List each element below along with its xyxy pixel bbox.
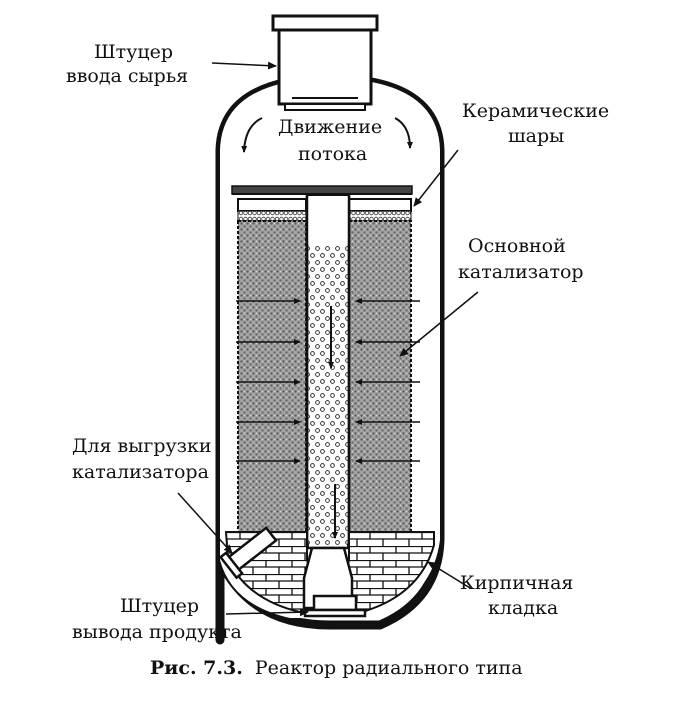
label-catalyst-line2: катализатор: [458, 261, 584, 283]
catalyst-bed-left: [237, 220, 307, 533]
label-inlet-line2: ввода сырья: [66, 65, 188, 87]
central-collector-tube: [305, 194, 351, 550]
figure-title: Реактор радиального типа: [255, 657, 523, 679]
label-brick-line1: Кирпичная: [460, 572, 573, 594]
inlet-nozzle: [271, 14, 379, 111]
catalyst-bed-right: [348, 220, 412, 533]
label-inlet-line1: Штуцер: [94, 41, 173, 63]
label-flow-line1: Движение: [278, 116, 382, 138]
leader-lines: [177, 61, 479, 617]
label-ceramic-line2: шары: [508, 125, 564, 147]
radial-flow-arrows-left: [236, 298, 301, 464]
label-catalyst-line1: Основной: [468, 235, 566, 257]
figure-number: Рис. 7.3.: [150, 657, 243, 679]
flow-arrows-top: [241, 117, 413, 153]
label-brick-line2: кладка: [488, 597, 558, 619]
downflow-arrows-tube: [328, 306, 338, 539]
unload-nozzle: [218, 526, 278, 580]
label-outlet-line1: Штуцер: [120, 595, 199, 617]
outlet-nozzle: [303, 594, 367, 618]
label-unload-line1: Для выгрузки: [72, 435, 212, 457]
radial-flow-arrows-right: [355, 298, 420, 464]
label-outlet-line2: вывода продукта: [72, 621, 242, 643]
label-flow-line2: потока: [298, 143, 367, 165]
top-grid-plate: [231, 185, 413, 195]
figure-caption: Рис. 7.3. Реактор радиального типа: [150, 657, 523, 679]
label-ceramic-line1: Керамические: [462, 100, 609, 122]
label-unload-line2: катализатора: [72, 461, 209, 483]
